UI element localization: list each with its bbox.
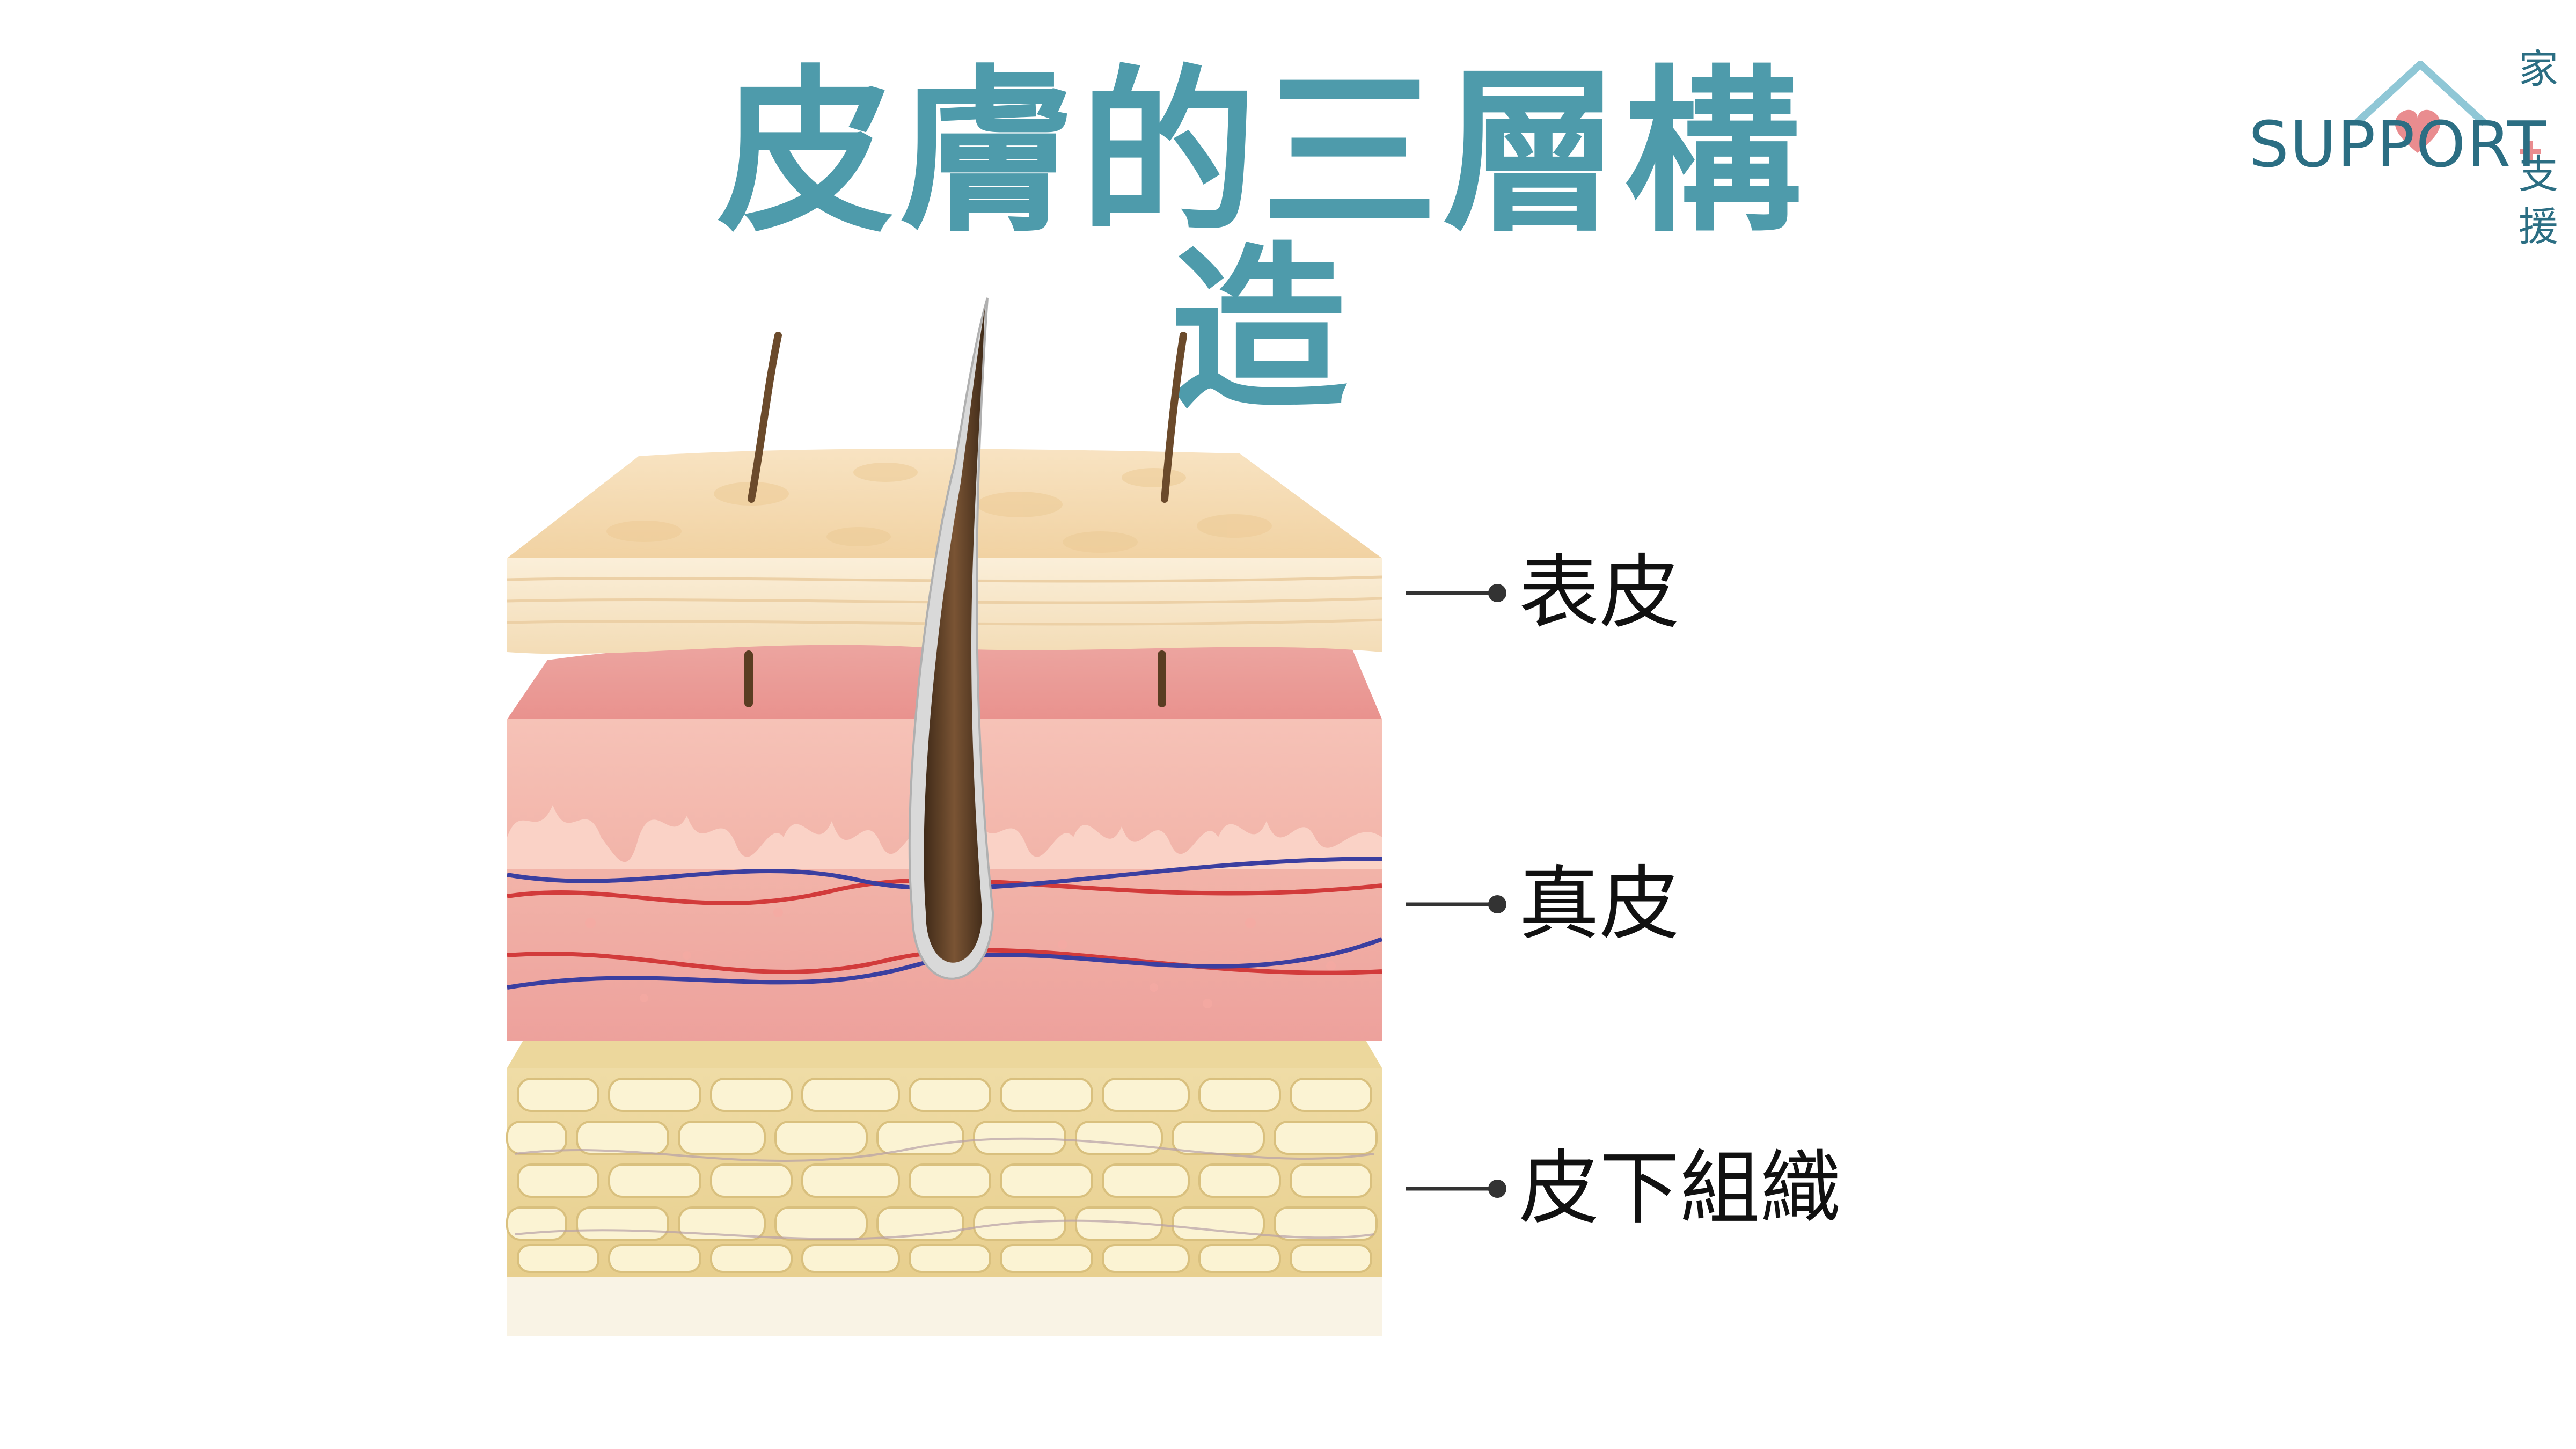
label-subcutaneous: 皮下組織	[1519, 1142, 1841, 1235]
support-logo: SUPPORT 家 支 援	[2243, 43, 2565, 250]
hair-follicles	[744, 297, 1187, 980]
label-dermis: 真皮	[1519, 858, 1680, 951]
blood-vessels	[507, 857, 1383, 990]
subcutaneous-layer	[506, 1036, 1382, 1336]
leader-dot-dermis	[1488, 895, 1506, 913]
leader-dot-subcutaneous	[1488, 1180, 1506, 1198]
label-epidermis: 表皮	[1519, 546, 1680, 640]
label-leaders	[1406, 591, 1495, 1191]
page-title: 皮膚的三層構造	[717, 50, 1805, 433]
leader-dot-epidermis	[1488, 584, 1506, 602]
house-heart-icon	[2353, 61, 2541, 162]
logo-wordmark: SUPPORT	[2249, 107, 2547, 181]
logo-cjk-text: 家 支 援	[2519, 46, 2558, 250]
